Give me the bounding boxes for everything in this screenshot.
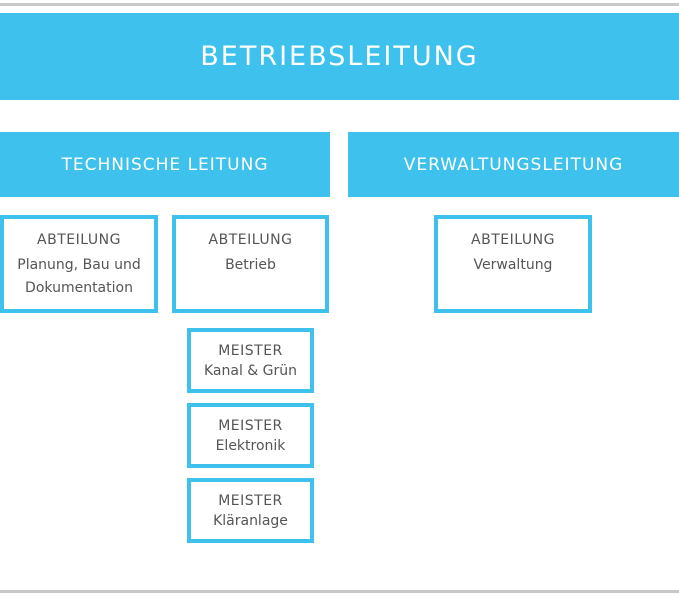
top-rule [0,3,679,6]
node-technische-leitung: TECHNISCHE LEITUNG [0,132,330,197]
node-kind: MEISTER [218,492,283,509]
node-name: Planung, Bau und Dokumentation [17,257,141,296]
node-abteilung-planung: ABTEILUNG Planung, Bau und Dokumentation [0,215,158,313]
node-meister-elektronik: MEISTER Elektronik [187,403,314,468]
node-meister-klaeranlage: MEISTER Kläranlage [187,478,314,543]
node-kind: MEISTER [218,417,283,434]
bottom-rule [0,590,679,593]
node-kind: ABTEILUNG [208,232,293,248]
node-name: Kläranlage [213,512,288,529]
node-betriebsleitung: BETRIEBSLEITUNG [0,13,679,100]
node-abteilung-verwaltung: ABTEILUNG Verwaltung [434,215,592,313]
node-verwaltungsleitung: VERWALTUNGSLEITUNG [348,132,679,197]
node-name: Betrieb [225,257,276,273]
node-kind: MEISTER [218,342,283,359]
node-title: TECHNISCHE LEITUNG [61,154,269,175]
node-name: Kanal & Grün [203,362,298,379]
node-abteilung-betrieb: ABTEILUNG Betrieb [172,215,329,313]
node-kind: ABTEILUNG [471,232,555,248]
node-meister-kanal-gruen: MEISTER Kanal & Grün [187,328,314,393]
node-name: Verwaltung [473,257,553,273]
node-name: Elektronik [215,437,286,454]
node-title: VERWALTUNGSLEITUNG [403,154,624,175]
node-title: BETRIEBSLEITUNG [200,41,479,72]
node-kind: ABTEILUNG [37,232,121,248]
